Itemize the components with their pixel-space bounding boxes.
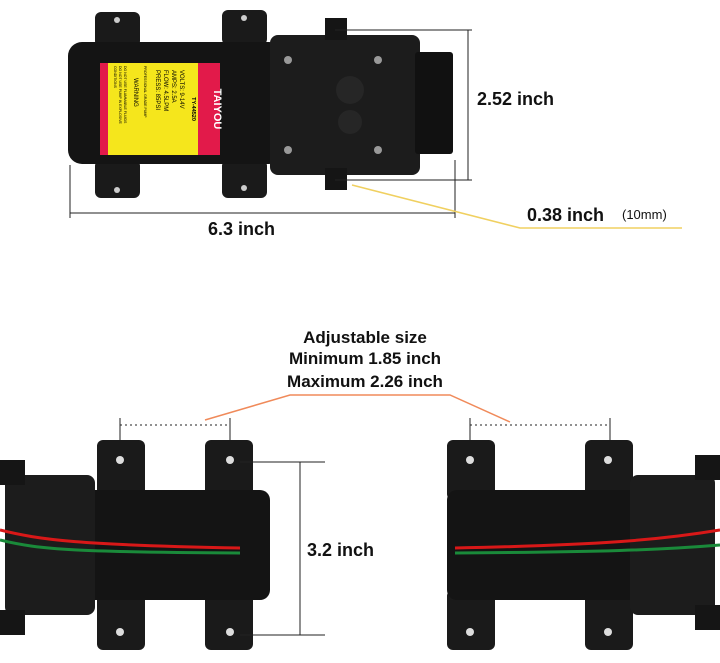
bottom-left-pump (0, 440, 270, 650)
model-text: TY-44520 (190, 97, 196, 121)
top-dimensions (69, 29, 472, 218)
height-label: 2.52 inch (477, 89, 554, 109)
mount-foot (95, 12, 140, 47)
svg-text:AMPS: 2.5A: AMPS: 2.5A (170, 70, 176, 103)
adjustable-size-title: Adjustable size (303, 328, 427, 347)
svg-text:VOLTS: 9-14V: VOLTS: 9-14V (178, 70, 184, 109)
svg-text:PRESS: 85PSI: PRESS: 85PSI (154, 70, 160, 110)
svg-text:DO NOT USE FLAMMABLE FLUIDS: DO NOT USE FLAMMABLE FLUIDS (123, 66, 127, 124)
inlet-port (325, 168, 347, 190)
mount-foot (222, 10, 267, 45)
pump-head (5, 475, 95, 615)
green-wire (0, 538, 241, 555)
pump-head (270, 35, 420, 175)
svg-text:PROFESSIONAL GRADE PUMP: PROFESSIONAL GRADE PUMP (143, 66, 147, 118)
top-pump: TAIYOU TY-44520 VOLTS: 9-14V AMPS: 2.5A … (68, 10, 453, 198)
port-label-metric: (10mm) (622, 207, 667, 222)
brand-text: TAIYOU (211, 89, 223, 130)
outlet-port (325, 18, 347, 40)
svg-text:DO NOT USE PUMP IN EXPLOSIVE: DO NOT USE PUMP IN EXPLOSIVE (118, 66, 122, 124)
svg-text:WARNING: WARNING (132, 78, 138, 107)
maximum-size-text: Maximum 2.26 inch (287, 372, 443, 391)
bottom-right-pump (447, 440, 720, 650)
port-pointer-line (351, 184, 682, 229)
red-wire (0, 528, 241, 550)
mount-foot (95, 160, 140, 198)
length-label: 6.3 inch (208, 219, 275, 239)
red-wire (454, 528, 720, 550)
svg-text:CONDITIONS: CONDITIONS (113, 66, 117, 89)
width-label: 3.2 inch (307, 540, 374, 560)
adjustable-pointer-line (204, 394, 511, 423)
product-label: TAIYOU TY-44520 VOLTS: 9-14V AMPS: 2.5A … (100, 63, 223, 155)
mount-foot (222, 160, 267, 198)
minimum-size-text: Minimum 1.85 inch (289, 349, 441, 368)
green-wire (454, 543, 720, 555)
width-dimension (240, 461, 325, 636)
svg-text:FLOW: 4.5LPM: FLOW: 4.5LPM (162, 70, 168, 111)
pressure-switch (415, 52, 453, 154)
pump-head (630, 475, 715, 615)
port-label: 0.38 inch (527, 205, 604, 225)
motor-body (85, 490, 270, 600)
